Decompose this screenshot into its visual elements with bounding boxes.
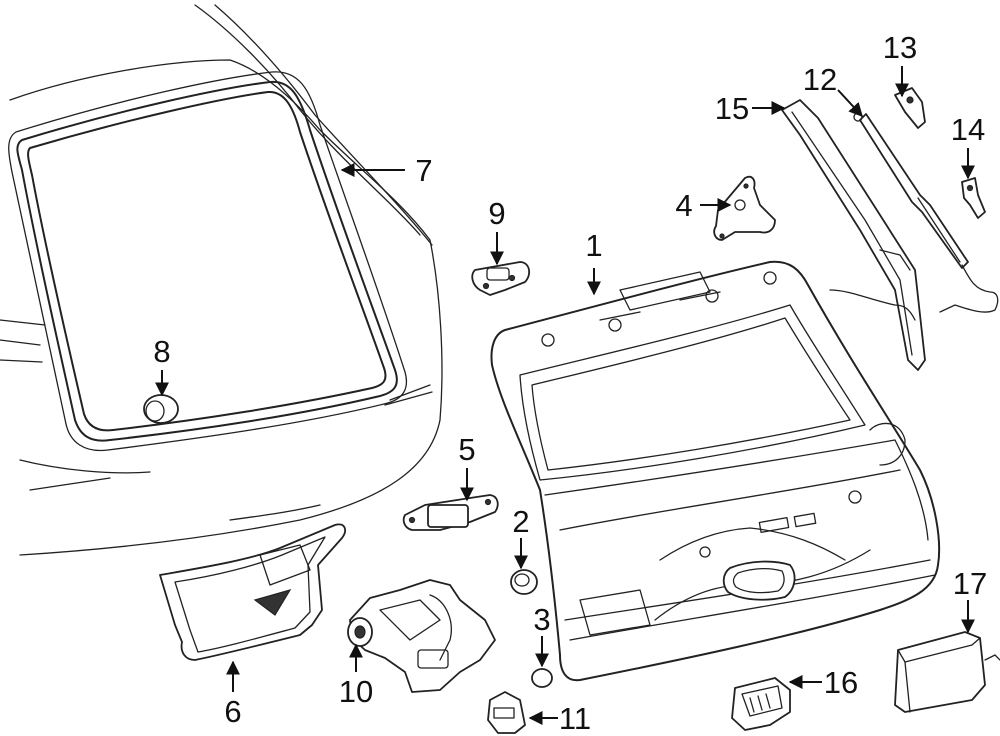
part-5-switch xyxy=(402,494,499,531)
callout-4: 4 xyxy=(675,188,692,223)
callout-12: 12 xyxy=(803,62,837,97)
part-7-weatherstrip xyxy=(8,71,408,452)
callout-11: 11 xyxy=(559,701,591,736)
part-2-bumper xyxy=(510,569,538,595)
callout-13: 13 xyxy=(883,30,917,65)
callout-2: 2 xyxy=(512,504,529,539)
callout-1: 1 xyxy=(585,228,602,263)
callout-5: 5 xyxy=(458,432,475,467)
callout-14: 14 xyxy=(951,112,985,147)
callout-8: 8 xyxy=(153,334,170,369)
part-14-bracket xyxy=(961,177,986,219)
callout-17: 17 xyxy=(953,566,987,601)
callout-9: 9 xyxy=(488,196,505,231)
part-1-lift-gate xyxy=(490,260,941,682)
callout-6: 6 xyxy=(224,694,241,729)
part-8-plug xyxy=(143,394,179,424)
part-10-lock-actuator xyxy=(347,579,496,693)
part-6-trim-panel xyxy=(159,523,346,661)
vehicle-body-outline xyxy=(0,4,443,556)
part-15-spoiler-bar xyxy=(781,99,926,371)
part-11-connector xyxy=(487,691,526,734)
part-13-bracket xyxy=(894,87,926,129)
part-17-control-module xyxy=(894,631,1000,713)
leader-lines xyxy=(155,66,975,725)
part-16-handle-switch xyxy=(731,677,791,731)
part-4-bracket xyxy=(713,175,776,241)
part-9-hinge xyxy=(471,261,531,296)
callout-3: 3 xyxy=(533,602,550,637)
callout-7: 7 xyxy=(415,153,432,188)
callout-16: 16 xyxy=(824,665,858,700)
callout-10: 10 xyxy=(339,674,373,709)
callout-15: 15 xyxy=(715,91,749,126)
part-3-cushion xyxy=(531,668,553,688)
callout-numbers: 1 2 3 4 5 6 7 8 9 10 11 12 13 14 15 16 1… xyxy=(153,30,987,736)
